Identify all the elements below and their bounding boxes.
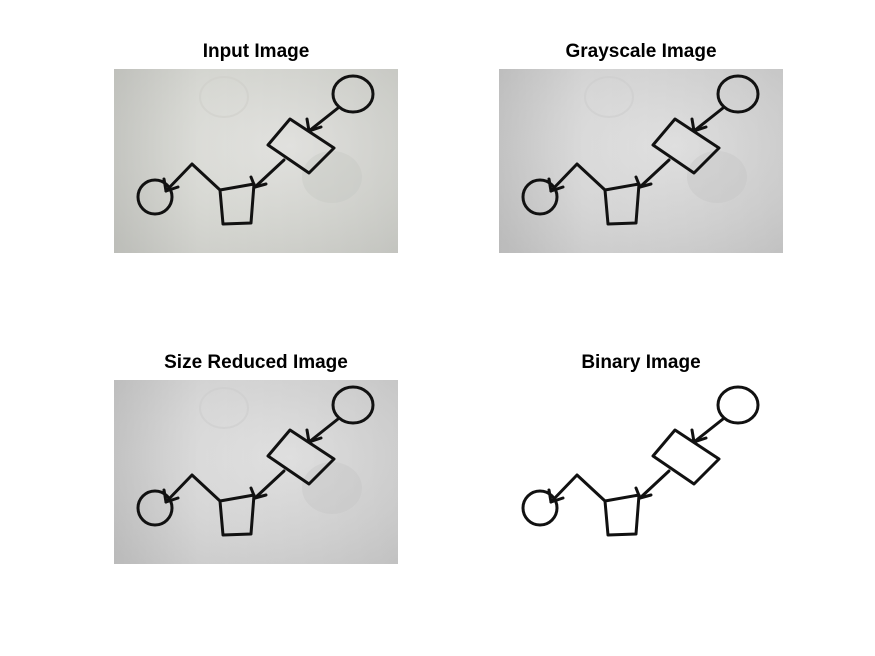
- grayscale-image: [499, 69, 783, 253]
- panel-title: Binary Image: [581, 352, 701, 373]
- binary-image: [499, 380, 783, 564]
- panel-title: Input Image: [202, 41, 310, 62]
- size-reduced-image: [114, 380, 398, 564]
- input-image: [114, 69, 398, 253]
- panel-title: Grayscale Image: [565, 41, 717, 62]
- panel-title: Size Reduced Image: [164, 352, 348, 373]
